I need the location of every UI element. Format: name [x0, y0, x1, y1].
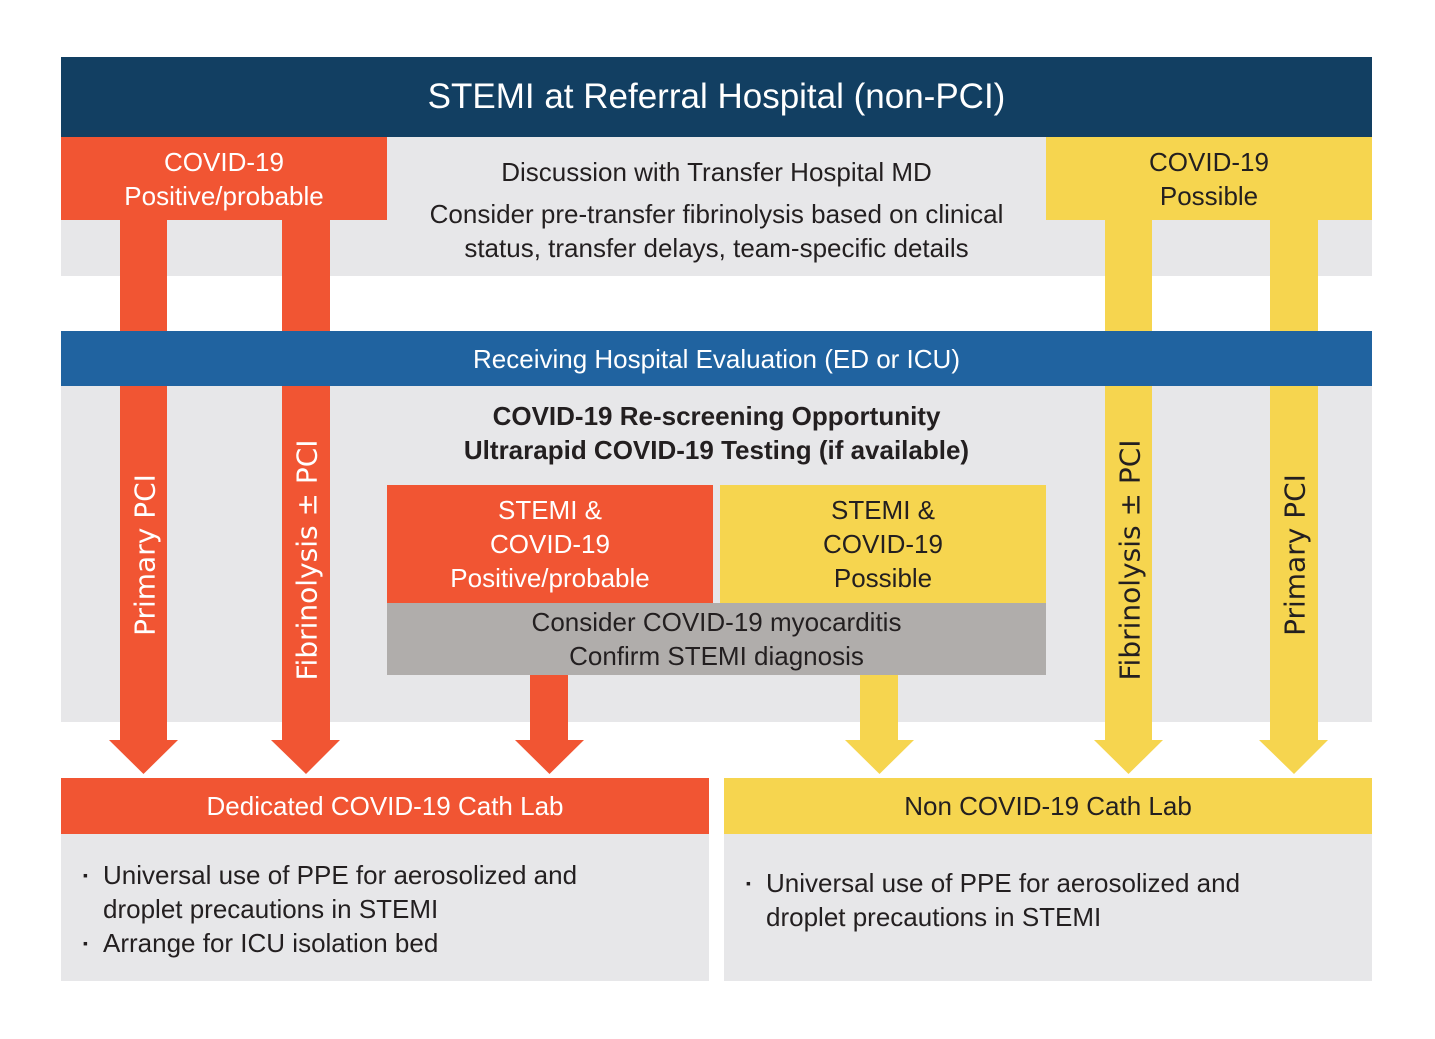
covid-possible-line2: Possible [1159, 180, 1259, 211]
receiving-hospital-bar: Receiving Hospital Evaluation (ED or ICU… [61, 331, 1372, 386]
fibrinolysis-line2: status, transfer delays, team-specific d… [464, 233, 969, 263]
stemi-positive-line3: Positive/probable [450, 563, 650, 593]
non-covid-cath-lab-title: Non COVID-19 Cath Lab [904, 791, 1192, 821]
covid-cath-lab-body: Universal use of PPE for aerosolized and… [61, 834, 709, 981]
right-primary-pci-label: Primary PCI [1278, 474, 1312, 636]
arrow-right-primary-pci [1259, 210, 1328, 774]
covid-lab-bullet-ppe-line2: droplet precautions in STEMI [103, 894, 439, 924]
non-covid-cath-lab-header: Non COVID-19 Cath Lab [724, 778, 1372, 834]
covid-positive-line1: COVID-19 [164, 146, 284, 177]
arrow-left-fibrinolysis [271, 210, 340, 774]
myocarditis-box: Consider COVID-19 myocarditis Confirm ST… [387, 603, 1046, 675]
arrow-middle-red [515, 670, 584, 774]
covid-positive-line2: Positive/probable [124, 180, 324, 211]
myocarditis-line2: Confirm STEMI diagnosis [569, 641, 864, 671]
stemi-covid-positive-box: STEMI & COVID-19 Positive/probable [387, 485, 713, 603]
left-fibrinolysis-label: Fibrinolysis ± PCI [290, 439, 324, 681]
fibrinolysis-line1: Consider pre-transfer fibrinolysis based… [429, 199, 1004, 229]
stemi-positive-line2: COVID-19 [490, 529, 610, 559]
right-fibrinolysis-label: Fibrinolysis ± PCI [1113, 439, 1147, 681]
arrow-left-primary-pci [109, 210, 178, 774]
rescreening-heading: COVID-19 Re-screening Opportunity Ultrar… [387, 398, 1046, 468]
covid-lab-bullet-ppe-line1: Universal use of PPE for aerosolized and [103, 860, 578, 890]
covid-possible-box: COVID-19 Possible [1046, 137, 1372, 220]
stemi-possible-line1: STEMI & [830, 495, 935, 525]
covid-lab-bullet-ppe: Universal use of PPE for aerosolized and… [61, 858, 709, 926]
discussion-line: Discussion with Transfer Hospital MD [501, 157, 932, 187]
non-covid-lab-bullet-ppe-line2: droplet precautions in STEMI [766, 902, 1102, 932]
myocarditis-line1: Consider COVID-19 myocarditis [531, 607, 902, 637]
stemi-possible-line2: COVID-19 [823, 529, 943, 559]
covid-possible-line1: COVID-19 [1149, 146, 1269, 177]
non-covid-lab-bullet-ppe: Universal use of PPE for aerosolized and… [724, 866, 1372, 934]
transfer-discussion: Discussion with Transfer Hospital MD Con… [387, 155, 1046, 270]
arrow-middle-yellow [845, 670, 914, 774]
receiving-hospital-label: Receiving Hospital Evaluation (ED or ICU… [473, 343, 960, 374]
covid-lab-bullet-icu-line1: Arrange for ICU isolation bed [103, 928, 439, 958]
covid-cath-lab-title: Dedicated COVID-19 Cath Lab [206, 791, 564, 821]
non-covid-cath-lab-body: Universal use of PPE for aerosolized and… [724, 834, 1372, 981]
stemi-positive-line1: STEMI & [497, 495, 602, 525]
covid-positive-box: COVID-19 Positive/probable [61, 137, 387, 220]
covid-lab-bullet-icu: Arrange for ICU isolation bed [61, 926, 709, 960]
stemi-covid-possible-box: STEMI & COVID-19 Possible [720, 485, 1046, 603]
covid-cath-lab-header: Dedicated COVID-19 Cath Lab [61, 778, 709, 834]
non-covid-lab-bullet-ppe-line1: Universal use of PPE for aerosolized and [766, 868, 1241, 898]
left-primary-pci-label: Primary PCI [128, 474, 162, 636]
page-title: STEMI at Referral Hospital (non-PCI) [427, 77, 1006, 116]
arrow-right-fibrinolysis [1094, 210, 1163, 774]
rescreening-line1: COVID-19 Re-screening Opportunity [492, 401, 941, 431]
stemi-possible-line3: Possible [833, 563, 933, 593]
title-bar: STEMI at Referral Hospital (non-PCI) [61, 57, 1372, 137]
rescreening-line2: Ultrarapid COVID-19 Testing (if availabl… [463, 435, 970, 465]
